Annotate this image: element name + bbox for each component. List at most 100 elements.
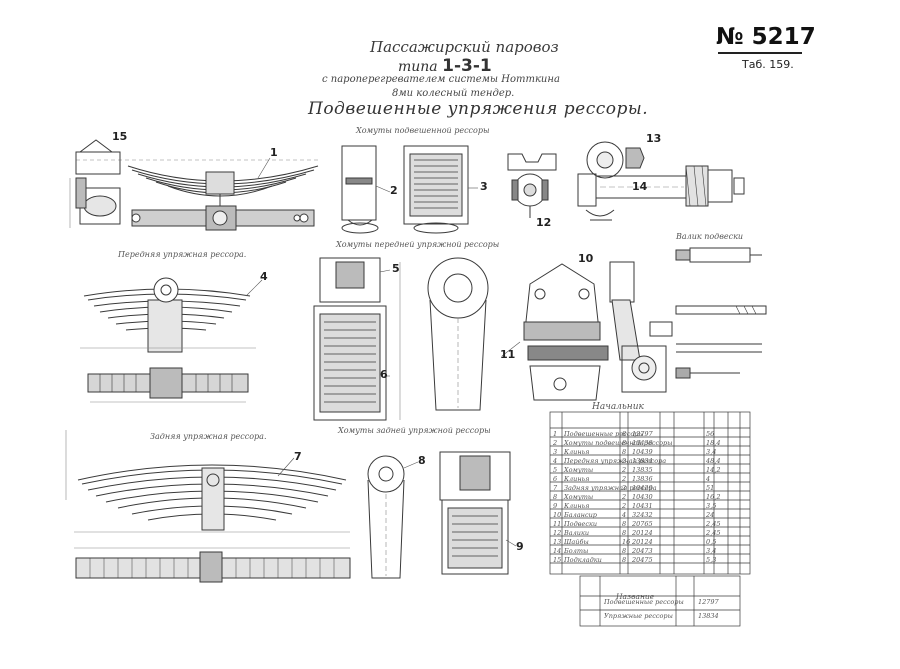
spec-row-name: Шайбы [564, 538, 589, 546]
caption-rear-spring: Задняя упряжная рессора. [150, 432, 267, 441]
spec-row-weight: 3,4 [706, 448, 717, 456]
spec-row-weight: 14,2 [706, 466, 721, 474]
spec-row-number: 7 [553, 484, 558, 492]
part-number-14: 14 [632, 180, 648, 193]
small-table-grid [579, 575, 741, 627]
spec-row-ref: 10430 [632, 493, 653, 501]
spec-row-number: 6 [553, 475, 558, 483]
spec-row-weight: 18,4 [706, 439, 721, 447]
spec-row-name: Клинья [564, 502, 590, 510]
spec-row-weight: 4 [706, 475, 711, 483]
title-type-word: типа [398, 59, 438, 75]
spec-row-qty: 2 [622, 457, 627, 465]
spec-row-name: Хомуты [564, 466, 594, 474]
spec-row-weight: 2,45 [706, 520, 721, 528]
spec-row-name: Подвешенные рессоры [564, 430, 644, 438]
title-line-1: Пассажирский паровоз [370, 38, 559, 56]
title-line-5: Подвешенные упряжения рессоры. [308, 99, 649, 119]
part-number-8: 8 [418, 454, 426, 467]
spec-row-weight: 2,45 [706, 529, 721, 537]
document-number: № 5217 [716, 24, 816, 50]
spec-row-number: 15 [553, 556, 562, 564]
spec-row-ref: 10439 [632, 448, 653, 456]
spec-row-name: Хомуты подвешенной рессоры [564, 439, 673, 447]
table-reference: Таб. 159. [742, 58, 794, 71]
caption-clamp-rear: Хомуты задней упряжной рессоры [338, 426, 491, 435]
spec-row-number: 11 [553, 520, 562, 528]
spec-row-ref: 13836 [632, 475, 653, 483]
spec-row-weight: 51 [706, 484, 715, 492]
part-number-5: 5 [392, 262, 400, 275]
spec-row-name: Подкладки [564, 556, 602, 564]
spec-row-qty: 8 [622, 556, 627, 564]
spec-row-qty: 8 [622, 448, 627, 456]
spec-row-qty: 8 [622, 547, 627, 555]
part-number-6: 6 [380, 368, 388, 381]
spec-row-number: 12 [553, 529, 562, 537]
spec-row-ref: 20124 [632, 529, 653, 537]
spec-row-name: Болты [564, 547, 589, 555]
spec-row-qty: 16 [622, 538, 631, 546]
spec-row-qty: 8 [622, 520, 627, 528]
caption-pin: Валик подвески [676, 232, 744, 241]
caption-front-spring: Передняя упряжная рессора. [118, 250, 247, 259]
part-number-1: 1 [270, 146, 278, 159]
spec-row-number: 10 [553, 511, 562, 519]
spec-row-ref: 20475 [632, 556, 653, 564]
drawing-front-spring [80, 277, 256, 403]
document-number-underline [718, 52, 802, 54]
spec-row-qty: 4 [622, 511, 627, 519]
spec-row-ref: 20473 [632, 547, 653, 555]
spec-row-qty: 8 [622, 430, 627, 438]
spec-row-name: Подвески [564, 520, 598, 528]
caption-clamp-bottom: Хомуты передней упряжной рессоры [336, 240, 500, 249]
spec-row-weight: 48,4 [706, 457, 721, 465]
spec-row-ref: 20765 [632, 520, 653, 528]
spec-row-number: 2 [553, 439, 558, 447]
title-line-3: с пароперегревателем системы Нотткина [322, 74, 560, 85]
drawing-suspended-spring [69, 139, 320, 231]
drawing-pin-detail [675, 247, 767, 315]
spec-row-number: 13 [553, 538, 562, 546]
spec-row-weight: 3,4 [706, 547, 717, 555]
drawing-balancer [523, 261, 673, 401]
spec-row-name: Клинья [564, 475, 590, 483]
spec-row-number: 9 [553, 502, 558, 510]
small-table-row-1-ref: 12797 [698, 598, 719, 606]
part-number-3: 3 [480, 180, 488, 193]
spec-row-weight: 24 [706, 511, 715, 519]
spec-row-qty: 8 [622, 439, 627, 447]
small-table-header: Название [616, 591, 655, 601]
spec-row-weight: 3,5 [706, 502, 717, 510]
spec-table-grid [549, 411, 751, 575]
spec-row-weight: 56 [706, 430, 715, 438]
small-table-row-2-ref: 13834 [698, 612, 719, 620]
drawing-rear-spring [65, 430, 351, 583]
part-number-4: 4 [260, 270, 268, 283]
spec-row-qty: 2 [622, 475, 627, 483]
spec-row-ref: 20124 [632, 538, 653, 546]
spec-row-weight: 5,3 [706, 556, 717, 564]
part-number-9: 9 [516, 540, 524, 553]
part-number-2: 2 [390, 184, 398, 197]
spec-row-qty: 2 [622, 493, 627, 501]
spec-row-number: 14 [553, 547, 562, 555]
part-number-11: 11 [500, 348, 516, 361]
part-number-12: 12 [536, 216, 552, 229]
spec-row-number: 3 [553, 448, 558, 456]
drawing-rear-clamp [367, 451, 511, 579]
spec-row-ref: 10431 [632, 502, 653, 510]
caption-clamp-top: Хомуты подвешенной рессоры [356, 126, 490, 135]
title-line-4: 8ми колесный тендер. [392, 88, 515, 99]
spec-row-name: Передняя упряжная рессора [564, 457, 667, 465]
small-table-row-1-name: Подвешенные рессоры [604, 598, 684, 606]
spec-row-name: Задняя упряжная рессора [564, 484, 657, 492]
spec-row-qty: 8 [622, 529, 627, 537]
spec-row-number: 1 [553, 430, 558, 438]
spec-row-qty: 2 [622, 466, 627, 474]
spec-row-ref: 12797 [632, 430, 653, 438]
title-type-code: 1-3-1 [442, 56, 492, 76]
spec-row-qty: 2 [622, 484, 627, 492]
part-number-7: 7 [294, 450, 302, 463]
